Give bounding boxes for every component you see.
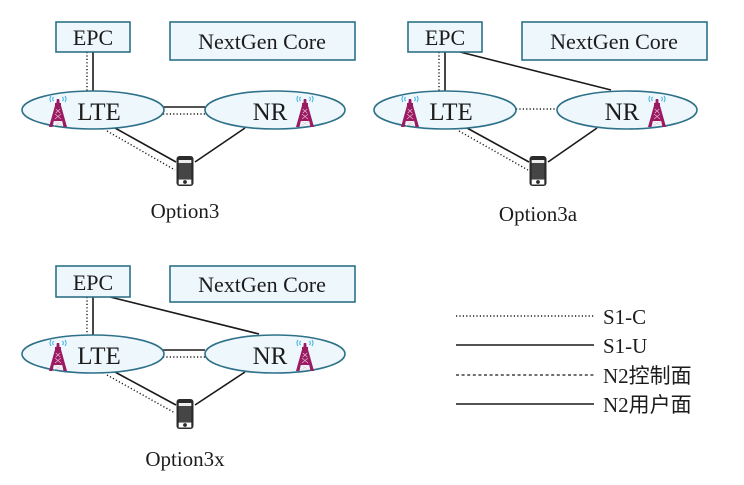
link-epc-nr-s1u — [109, 296, 260, 335]
epc-label: EPC — [425, 25, 465, 50]
link-lte-ue-control — [458, 130, 529, 171]
diagram-option3: EPC NextGen Core LTE NR Option3 — [21, 21, 356, 223]
legend-label: S1-U — [603, 334, 647, 358]
epc-label: EPC — [73, 270, 113, 295]
link-lte-ue-control — [106, 130, 176, 171]
nr-label: NR — [605, 99, 640, 126]
nr-label: NR — [253, 343, 288, 370]
diagram-option3x: EPC NextGen Core LTE NR Option3x — [21, 265, 356, 471]
epc-label: EPC — [73, 25, 113, 50]
epc-box — [407, 21, 483, 53]
link-lte-ue-control — [106, 374, 176, 414]
legend-label: N2用户面 — [603, 393, 692, 417]
epc-box — [55, 265, 131, 298]
nextgen-core-label: NextGen Core — [198, 29, 326, 54]
link-nr-ue-user — [194, 371, 246, 406]
legend: S1-C S1-U N2控制面 N2用户面 — [456, 305, 692, 417]
ue-phone-icon — [529, 156, 547, 186]
link-epc-nr-s1u — [459, 51, 612, 91]
ue-phone-icon — [176, 399, 194, 429]
lte-label: LTE — [77, 99, 121, 126]
link-lte-ue-user — [114, 127, 177, 163]
legend-item-n2-control: N2控制面 — [456, 364, 692, 388]
legend-item-n2-user: N2用户面 — [456, 393, 692, 417]
legend-label: S1-C — [603, 305, 646, 329]
legend-label: N2控制面 — [603, 364, 692, 388]
nextgen-core-label: NextGen Core — [198, 272, 326, 297]
link-lte-ue-user — [114, 371, 177, 406]
legend-item-s1u: S1-U — [456, 334, 647, 358]
link-nr-ue-user — [194, 127, 246, 163]
diagram-option3a: EPC NextGen Core LTE NR Option3a — [373, 21, 708, 226]
option-title: Option3a — [499, 202, 578, 226]
lte-label: LTE — [77, 343, 121, 370]
nr-label: NR — [253, 99, 288, 126]
option-title: Option3x — [145, 447, 225, 471]
link-lte-ue-user — [466, 127, 530, 163]
legend-item-s1c: S1-C — [456, 305, 646, 329]
lte-label: LTE — [429, 99, 473, 126]
nextgen-core-box — [169, 21, 356, 61]
nextgen-core-label: NextGen Core — [550, 29, 678, 54]
nextgen-core-box — [169, 265, 356, 303]
epc-box — [55, 21, 131, 53]
option-title: Option3 — [151, 199, 220, 223]
link-nr-ue-user — [547, 127, 598, 163]
nextgen-core-box — [521, 21, 708, 61]
ue-phone-icon — [176, 156, 194, 186]
